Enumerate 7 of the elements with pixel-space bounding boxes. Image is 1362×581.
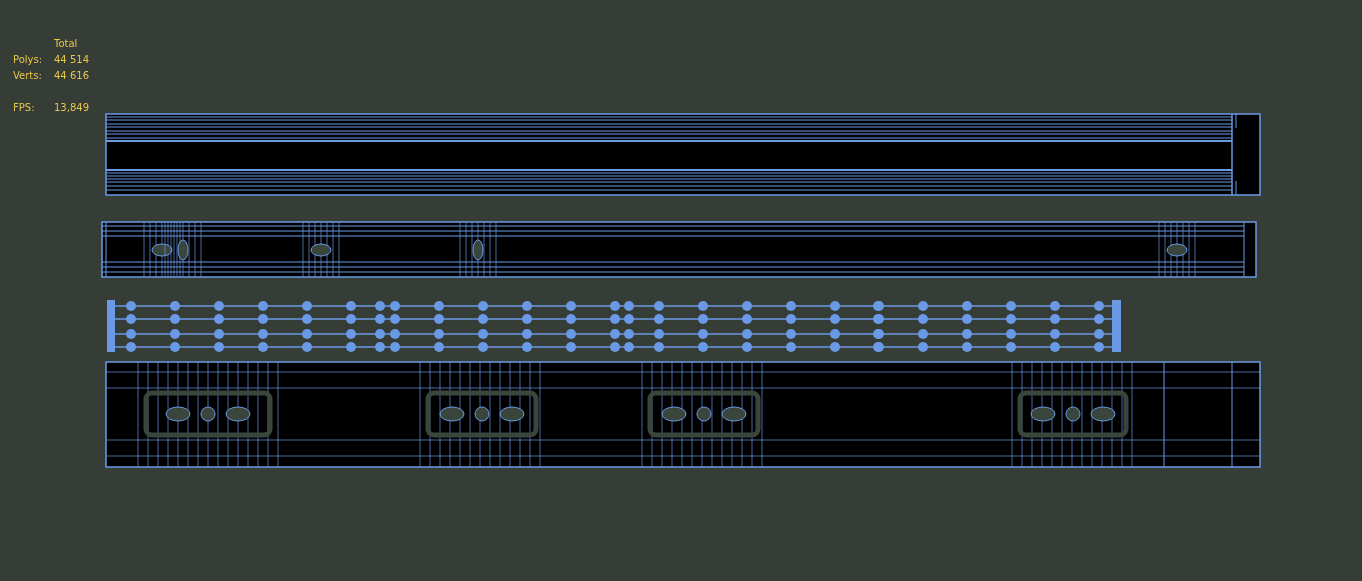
column-heading: Total	[54, 38, 78, 50]
stat-value: 44 616	[54, 70, 89, 82]
stat-value: 13,849	[54, 102, 89, 114]
row-label: Polys:	[13, 54, 43, 66]
row-label: Verts:	[13, 70, 42, 82]
stat-value: 44 514	[54, 54, 89, 66]
row-label: FPS:	[13, 102, 35, 114]
